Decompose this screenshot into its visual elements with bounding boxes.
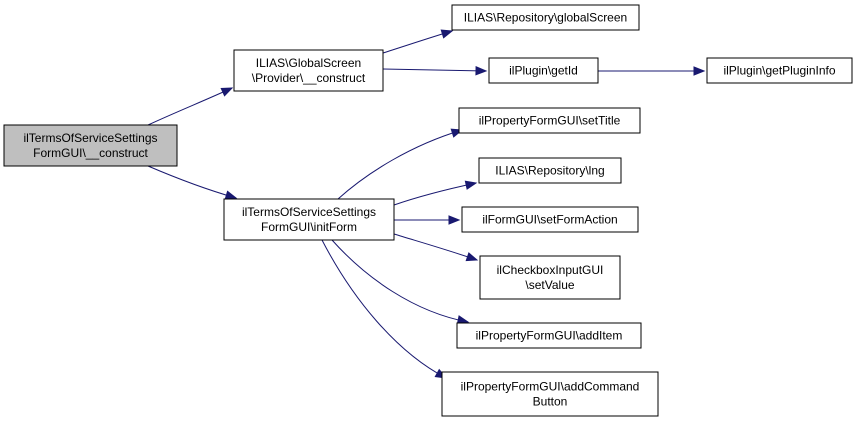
- node-settitle[interactable]: ilPropertyFormGUI\setTitle: [458, 107, 641, 134]
- edge-arrowhead: [440, 29, 454, 39]
- edge-line: [382, 68, 487, 72]
- node-label-line: FormGUI\initForm: [261, 220, 357, 234]
- node-getid[interactable]: ilPlugin\getId: [488, 57, 599, 84]
- edge-init-to-setformaction: [394, 215, 461, 225]
- node-getplugininfo[interactable]: ilPlugin\getPluginInfo: [706, 57, 853, 84]
- edge-arrowhead: [448, 215, 461, 225]
- edge-arrowhead: [693, 66, 706, 76]
- edge-root-to-init: [147, 165, 238, 200]
- node-box: [478, 157, 622, 184]
- node-label-line: ilPropertyFormGUI\addItem: [476, 329, 623, 343]
- node-box: [479, 255, 621, 300]
- edge-provider-to-getid: [382, 66, 488, 76]
- edge-line: [382, 30, 453, 54]
- node-box: [3, 124, 178, 167]
- node-label-line: ilCheckboxInputGUI: [497, 263, 604, 277]
- node-box: [456, 322, 642, 349]
- edge-getid-to-getplugininfo: [598, 66, 706, 76]
- node-label-line: ilPlugin\getPluginInfo: [723, 64, 835, 78]
- node-label-line: ilTermsOfServiceSettings: [242, 205, 376, 219]
- node-box: [706, 57, 853, 84]
- edge-line: [393, 233, 478, 261]
- edge-init-to-settitle: [337, 128, 464, 200]
- edge-arrowhead: [220, 87, 234, 97]
- node-label-line: ilPlugin\getId: [509, 64, 578, 78]
- node-label-line: \setValue: [525, 278, 574, 292]
- edge-line: [147, 87, 233, 126]
- edge-arrowhead: [475, 66, 488, 76]
- edge-line: [393, 182, 477, 206]
- edge-line: [321, 239, 447, 379]
- node-label-line: FormGUI\__construct: [33, 146, 148, 160]
- node-label-line: \Provider\__construct: [252, 71, 366, 85]
- node-box: [461, 206, 639, 233]
- node-lng[interactable]: ILIAS\Repository\lng: [478, 157, 622, 184]
- node-box: [458, 107, 641, 134]
- node-box: [233, 49, 384, 92]
- node-provider[interactable]: ILIAS\GlobalScreen\Provider\__construct: [233, 49, 384, 92]
- node-globalscreen[interactable]: ILIAS\Repository\globalScreen: [451, 4, 640, 31]
- edge-arrowhead: [465, 252, 479, 262]
- edge-root-to-provider: [147, 87, 234, 126]
- edge-line: [331, 239, 469, 323]
- edge-init-to-lng: [393, 180, 478, 206]
- node-root[interactable]: ilTermsOfServiceSettingsFormGUI\__constr…: [3, 124, 178, 167]
- node-label-line: ilPropertyFormGUI\addCommand: [461, 380, 640, 394]
- node-label-line: ilPropertyFormGUI\setTitle: [479, 114, 621, 128]
- node-label-line: ILIAS\Repository\globalScreen: [464, 11, 627, 25]
- edge-arrowhead: [464, 180, 478, 190]
- node-label-line: ILIAS\Repository\lng: [495, 164, 604, 178]
- node-setformaction[interactable]: ilFormGUI\setFormAction: [461, 206, 639, 233]
- node-box: [451, 4, 640, 31]
- node-additem[interactable]: ilPropertyFormGUI\addItem: [456, 322, 642, 349]
- node-label-line: ilFormGUI\setFormAction: [482, 213, 617, 227]
- edge-line: [147, 165, 237, 199]
- edge-init-to-addcommand: [321, 239, 448, 379]
- node-label-line: ilTermsOfServiceSettings: [23, 131, 157, 145]
- node-label-line: Button: [533, 395, 568, 409]
- node-box: [223, 198, 395, 241]
- node-box: [441, 371, 659, 417]
- nodes-layer: ilTermsOfServiceSettingsFormGUI\__constr…: [3, 4, 853, 417]
- edge-init-to-additem: [331, 239, 470, 325]
- edges-layer: [147, 29, 706, 379]
- node-label-line: ILIAS\GlobalScreen: [256, 56, 361, 70]
- node-setvalue[interactable]: ilCheckboxInputGUI\setValue: [479, 255, 621, 300]
- node-box: [488, 57, 599, 84]
- edge-line: [337, 129, 463, 200]
- edge-init-to-setvalue: [393, 233, 479, 262]
- edge-provider-to-globalscreen: [382, 29, 454, 54]
- edge-arrowhead: [224, 190, 238, 200]
